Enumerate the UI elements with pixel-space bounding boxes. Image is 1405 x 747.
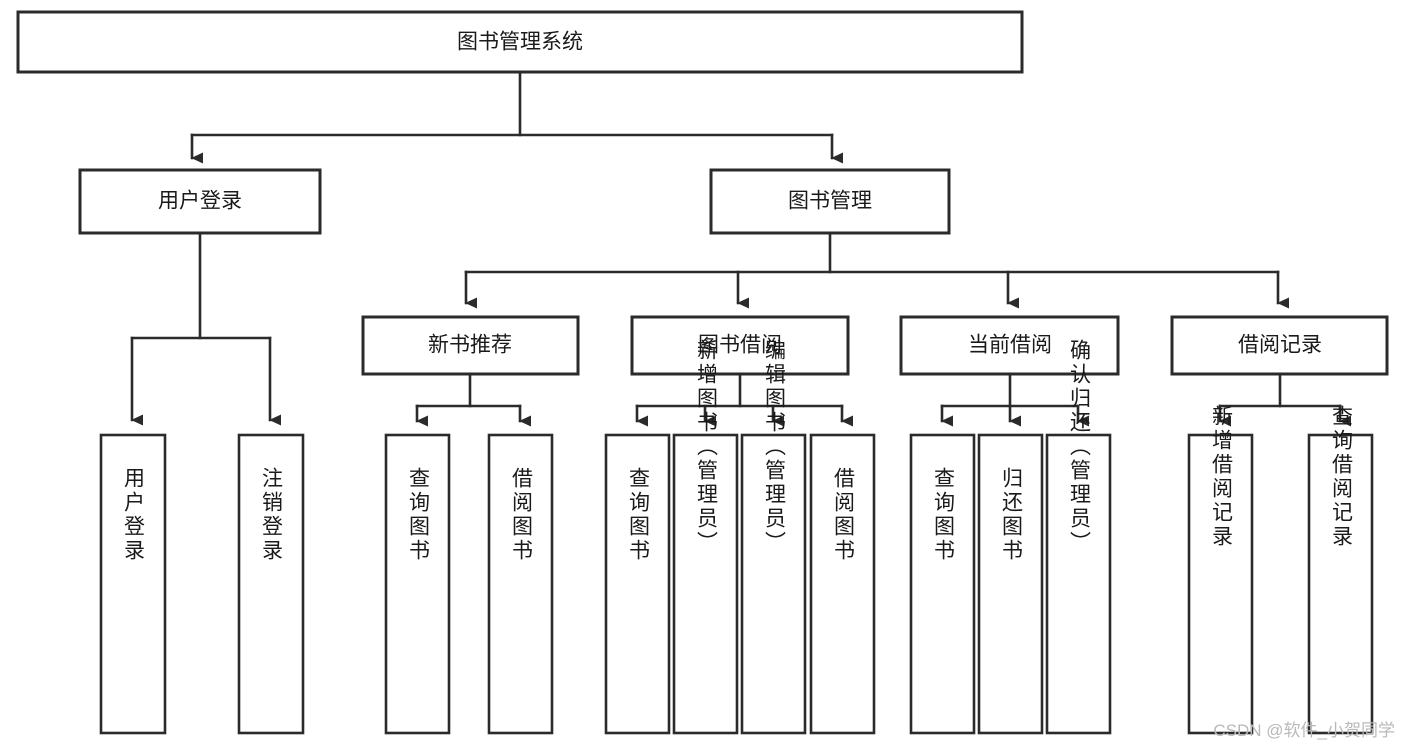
node-root-label: 图书管理系统 [457, 31, 583, 54]
node-book-manage[interactable]: 图书管理 [709, 168, 951, 235]
node-borrow-record-box[interactable] [1170, 315, 1389, 376]
connector-group-new-book [415, 372, 532, 427]
connector-group-book-borrow [635, 372, 854, 427]
node-leaf-borrow-book-1[interactable]: 借阅图书 [487, 433, 554, 735]
node-book-manage-label: 图书管理 [788, 190, 872, 213]
node-leaf-add-record[interactable]: 新增借阅记录 [1187, 405, 1254, 735]
node-leaf-edit-book-label: 编辑图书（管理员） [763, 339, 787, 555]
node-user-login-label: 用户登录 [158, 190, 242, 213]
node-leaf-user-login-label: 用户登录 [122, 467, 146, 563]
node-book-borrow-box[interactable] [630, 315, 850, 376]
connector-group-user-login [130, 231, 282, 426]
node-new-book-recommend-box[interactable] [361, 315, 580, 376]
node-root[interactable]: 图书管理系统 [16, 10, 1024, 74]
node-leaf-query-book-3[interactable]: 查询图书 [909, 433, 976, 735]
node-user-login-box[interactable] [78, 168, 322, 235]
node-leaf-confirm-return-label: 确认归还（管理员） [1068, 339, 1092, 555]
node-leaf-query-book-1[interactable]: 查询图书 [384, 433, 451, 735]
node-book-borrow-label: 图书借阅 [698, 334, 782, 357]
node-leaf-query-book-2-label: 查询图书 [627, 467, 651, 563]
node-leaf-user-login[interactable]: 用户登录 [99, 433, 167, 735]
connector-group-book-manage [464, 231, 1290, 309]
node-leaf-return-book[interactable]: 归还图书 [977, 433, 1044, 735]
node-leaf-query-record-label: 查询借阅记录 [1330, 405, 1354, 549]
node-leaf-user-logout-label: 注销登录 [260, 467, 284, 563]
connector-group-current-borrow [940, 372, 1090, 427]
connector-group-borrow-record [1218, 372, 1352, 427]
node-leaf-query-book-1-label: 查询图书 [407, 467, 431, 563]
node-current-borrow[interactable]: 当前借阅 [899, 315, 1120, 376]
node-leaf-user-logout[interactable]: 注销登录 [237, 433, 305, 735]
node-leaf-add-record-box[interactable] [1187, 433, 1254, 735]
node-leaf-confirm-return[interactable]: 确认归还（管理员） [1045, 339, 1112, 735]
node-leaf-query-book-3-label: 查询图书 [932, 467, 956, 563]
node-leaf-add-book-box[interactable] [672, 433, 739, 735]
node-leaf-edit-book[interactable]: 编辑图书（管理员） [740, 339, 807, 735]
node-leaf-return-book-box[interactable] [977, 433, 1044, 735]
node-current-borrow-label: 当前借阅 [968, 334, 1052, 357]
connector-group-root [190, 70, 844, 164]
node-leaf-borrow-book-1-box[interactable] [487, 433, 554, 735]
node-leaf-borrow-book-2[interactable]: 借阅图书 [809, 433, 876, 735]
node-leaf-confirm-return-box[interactable] [1045, 433, 1112, 735]
node-book-manage-box[interactable] [709, 168, 951, 235]
node-leaf-add-book-label: 新增图书（管理员） [695, 339, 719, 555]
node-leaf-query-record[interactable]: 查询借阅记录 [1307, 405, 1374, 735]
node-leaf-add-record-label: 新增借阅记录 [1210, 405, 1234, 549]
node-borrow-record[interactable]: 借阅记录 [1170, 315, 1389, 376]
node-root-box[interactable] [16, 10, 1024, 74]
node-leaf-query-book-3-box[interactable] [909, 433, 976, 735]
node-leaf-borrow-book-2-label: 借阅图书 [832, 467, 856, 563]
node-leaf-borrow-book-1-label: 借阅图书 [510, 467, 534, 563]
node-leaf-query-book-1-box[interactable] [384, 433, 451, 735]
node-leaf-query-book-2-box[interactable] [604, 433, 671, 735]
node-borrow-record-label: 借阅记录 [1238, 334, 1322, 357]
node-leaf-edit-book-box[interactable] [740, 433, 807, 735]
node-leaf-add-book[interactable]: 新增图书（管理员） [672, 339, 739, 735]
node-leaf-user-logout-box[interactable] [237, 433, 305, 735]
node-leaf-return-book-label: 归还图书 [1000, 467, 1024, 563]
node-leaf-query-record-box[interactable] [1307, 433, 1374, 735]
node-leaf-borrow-book-2-box[interactable] [809, 433, 876, 735]
node-new-book-recommend-label: 新书推荐 [428, 334, 512, 357]
node-current-borrow-box[interactable] [899, 315, 1120, 376]
node-leaf-query-book-2[interactable]: 查询图书 [604, 433, 671, 735]
node-user-login[interactable]: 用户登录 [78, 168, 322, 235]
node-leaf-user-login-box[interactable] [99, 433, 167, 735]
node-new-book-recommend[interactable]: 新书推荐 [361, 315, 580, 376]
node-book-borrow[interactable]: 图书借阅 [630, 315, 850, 376]
